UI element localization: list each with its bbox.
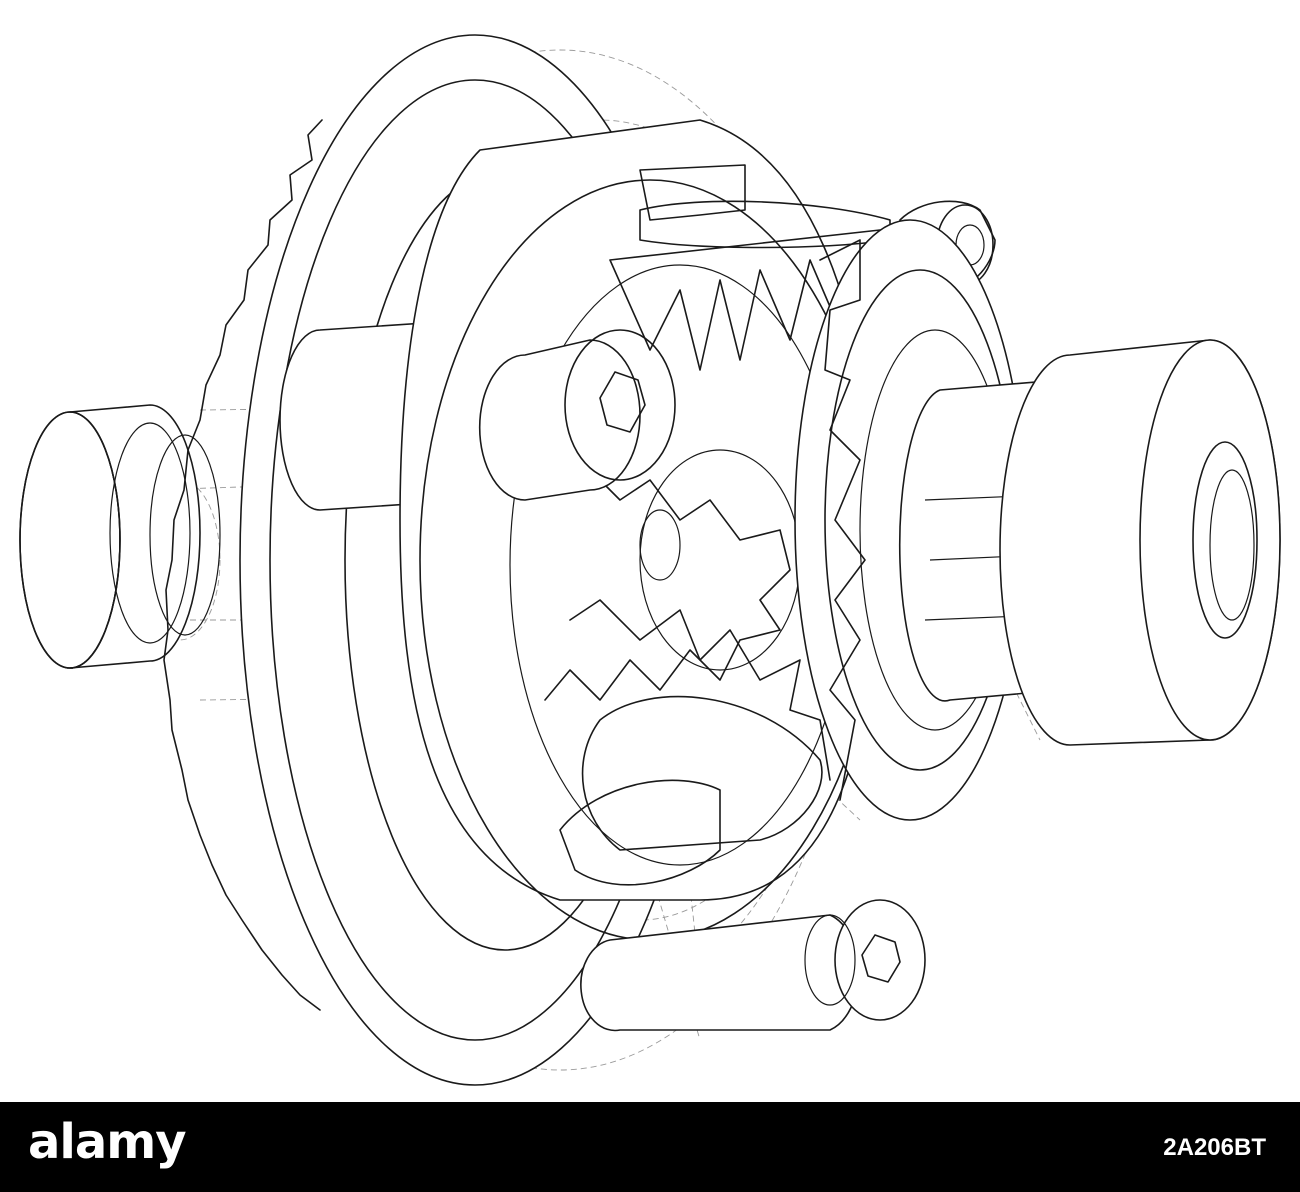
image-id-label: 2A206BT bbox=[1163, 1134, 1266, 1161]
right-bearing bbox=[999, 339, 1281, 746]
watermark-bar: alamy 2A206BT bbox=[0, 1102, 1300, 1192]
bottom-bolt bbox=[559, 779, 926, 1032]
left-bearing bbox=[19, 404, 221, 669]
alamy-logo: alamy bbox=[28, 1114, 187, 1170]
differential-wireframe-drawing bbox=[19, 34, 1281, 1086]
differential-gear-assembly bbox=[19, 34, 1281, 1086]
